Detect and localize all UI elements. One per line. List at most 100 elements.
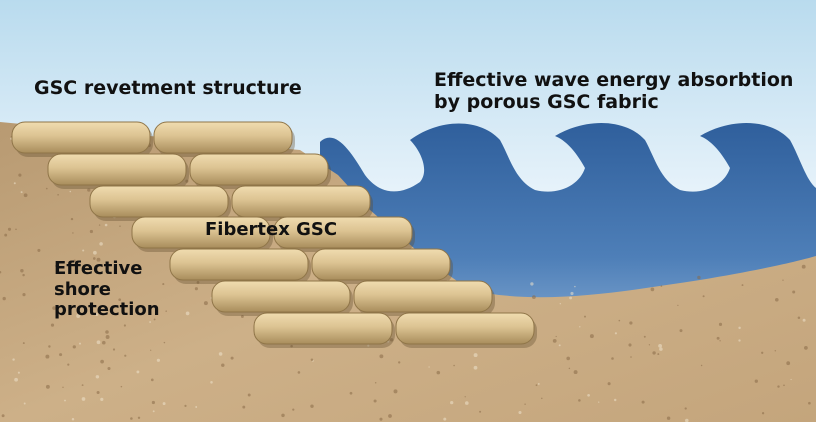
sand-grain <box>290 344 293 348</box>
sand-grain <box>23 402 26 405</box>
sand-grain <box>124 354 127 357</box>
sand-grain <box>782 279 784 281</box>
sand-grain <box>156 358 160 362</box>
sand-grain <box>569 296 573 300</box>
sand-grain <box>162 402 166 406</box>
sand-grain <box>719 340 721 342</box>
sand-grain <box>130 417 133 420</box>
sand-grain <box>81 397 86 401</box>
sand-grain <box>558 344 561 347</box>
sand-grain <box>17 371 20 374</box>
sand-grain <box>702 295 705 298</box>
gsc-bag <box>311 248 451 281</box>
revetment-label: GSC revetment structure <box>34 77 302 99</box>
sand-grain <box>373 399 377 403</box>
gsc-bags <box>11 121 537 348</box>
sand-grain <box>79 342 81 345</box>
sand-grain <box>716 336 720 340</box>
sand-grain <box>242 405 246 409</box>
sand-grain <box>797 316 801 320</box>
sand-grain <box>677 304 679 307</box>
wave-absorption-label: Effective wave energy absorbtion by poro… <box>434 69 794 114</box>
sand-grain <box>786 361 791 366</box>
sand-grain <box>379 354 384 359</box>
sand-grain <box>566 356 571 361</box>
wave-label-line-1: Effective wave energy absorbtion <box>434 69 794 91</box>
sand-grain <box>92 257 96 260</box>
sand-grain <box>659 347 663 351</box>
sand-grain <box>96 340 101 345</box>
shore-label-line-3: protection <box>54 299 160 321</box>
sand-grain <box>641 400 645 404</box>
sand-grain <box>100 397 104 401</box>
sand-grain <box>54 265 57 267</box>
sand-grain <box>52 306 56 310</box>
sand-grain <box>118 298 122 302</box>
sand-grain <box>611 357 614 360</box>
sand-grain <box>13 182 16 185</box>
sand-grain <box>684 407 687 410</box>
sand-grain <box>574 285 576 288</box>
sand-grain <box>398 361 401 364</box>
sand-grain <box>389 338 394 342</box>
sand-grain <box>808 401 811 405</box>
sand-grain <box>71 417 75 421</box>
sand-grain <box>628 343 632 347</box>
sand-grain <box>105 330 109 334</box>
sand-grain <box>23 193 28 198</box>
sand-grain <box>0 271 2 274</box>
sand-grain <box>443 417 447 421</box>
sand-grain <box>535 384 538 387</box>
sand-grain <box>541 397 543 400</box>
sand-grain <box>657 353 660 356</box>
sand-grain <box>666 416 671 420</box>
sand-grain <box>310 358 314 361</box>
sand-grain <box>112 348 116 351</box>
sand-grain <box>57 193 59 196</box>
sand-grain <box>119 225 121 227</box>
sand-grain <box>96 390 100 395</box>
gsc-bag <box>395 312 535 345</box>
sand-grain <box>150 378 154 382</box>
sand-grain <box>12 358 15 361</box>
sand-grain <box>95 313 99 316</box>
sand-grain <box>185 179 189 183</box>
sand-grain <box>530 282 534 286</box>
sand-grain <box>45 187 48 190</box>
sand-grain <box>1 414 5 418</box>
sand-grain <box>349 391 353 395</box>
sand-grain <box>607 382 611 386</box>
sand-grain <box>310 404 314 408</box>
sand-grain <box>436 370 441 375</box>
sand-grain <box>185 311 190 316</box>
sand-grain <box>658 344 662 348</box>
sand-grain <box>163 341 166 344</box>
sand-grain <box>151 400 155 405</box>
sand-grain <box>165 310 167 312</box>
sand-grain <box>453 364 455 367</box>
sand-grain <box>738 339 741 342</box>
sand-grain <box>136 370 140 374</box>
shore-label-line-1: Effective <box>54 258 143 279</box>
sand-grain <box>297 371 301 374</box>
sand-grain <box>221 363 225 367</box>
sand-grain <box>48 345 51 348</box>
sand-grain <box>630 356 632 358</box>
gsc-bag <box>353 280 493 313</box>
sand-grain <box>137 416 141 420</box>
sand-grain <box>648 344 651 346</box>
sand-grain <box>790 378 792 381</box>
sand-grain <box>568 367 571 370</box>
sand-grain <box>613 398 617 402</box>
sand-grain <box>15 228 17 231</box>
sand-grain <box>195 406 198 408</box>
sand-grain <box>450 400 454 405</box>
sand-grain <box>142 306 146 310</box>
sand-grain <box>524 403 526 405</box>
sand-grain <box>774 350 777 352</box>
sand-grain <box>393 389 398 394</box>
sand-grain <box>105 335 110 339</box>
sand-grain <box>465 401 469 405</box>
sand-grain <box>559 303 561 305</box>
sand-grain <box>464 396 466 398</box>
